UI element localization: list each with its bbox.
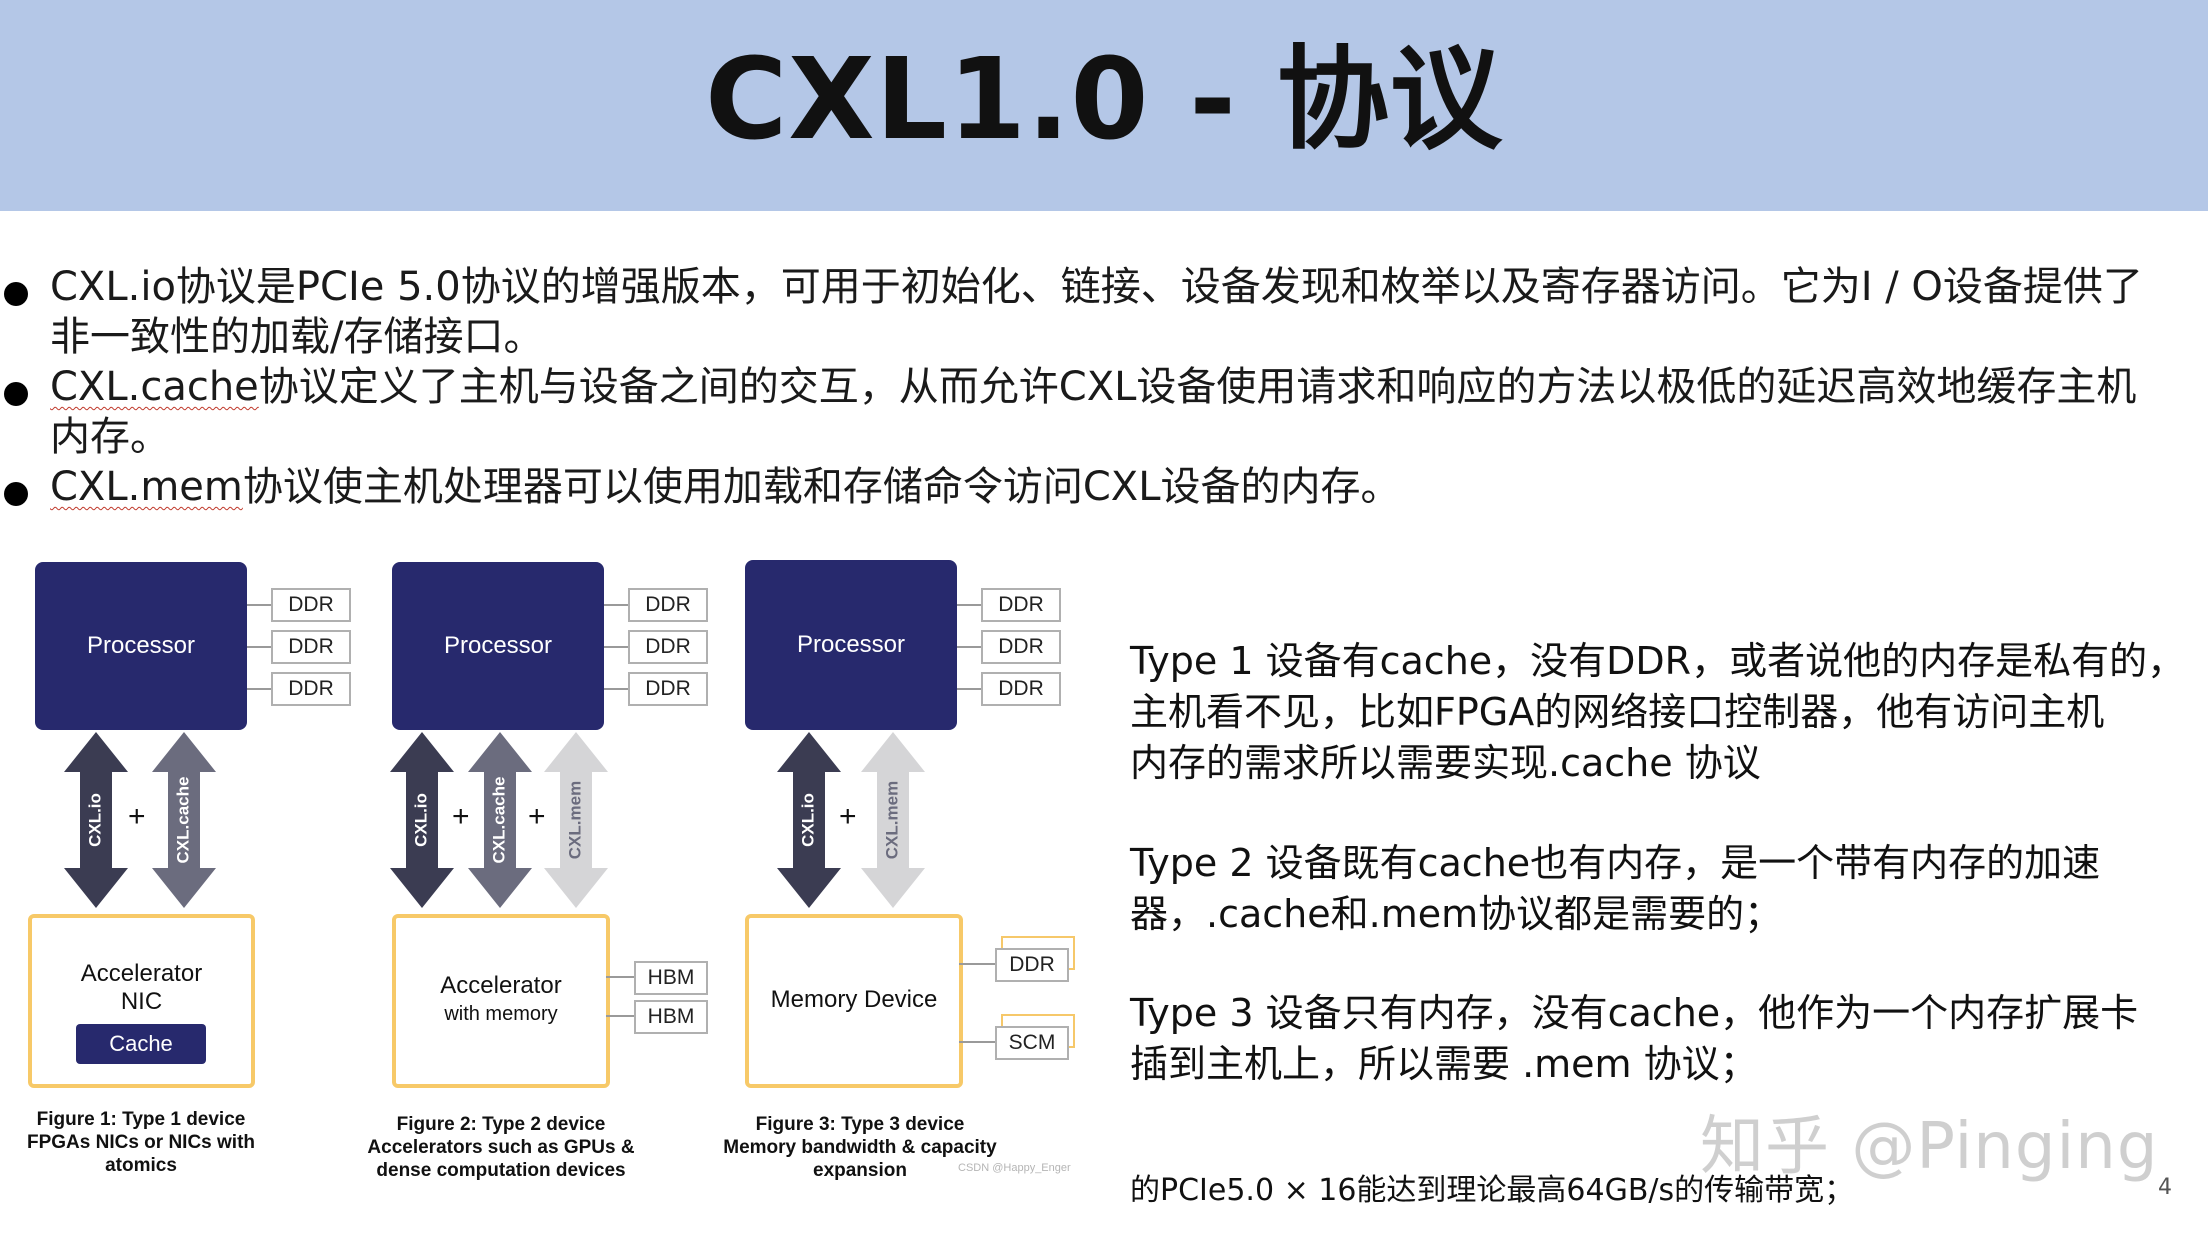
- description-line: 器，.cache和.mem协议都是需要的；: [1130, 892, 1783, 936]
- bullet-lead: CXL.mem: [50, 464, 243, 510]
- processor-box: Processor: [745, 560, 957, 730]
- cxl-io-arrow: [64, 732, 128, 908]
- device-box: Memory Device: [745, 914, 963, 1088]
- ddr-box: DDR: [981, 630, 1061, 664]
- cxl-cache-label: CXL.cache: [489, 777, 508, 864]
- device-label: Accelerator: [440, 972, 562, 999]
- bullet-line: 协议定义了主机与设备之间的交互，从而允许CXL设备使用请求和响应的方法以极低的延…: [258, 364, 2137, 410]
- plus-sign: +: [452, 800, 470, 833]
- type2-description: Type 2 设备既有cache也有内存，是一个带有内存的加速 器，.cache…: [1130, 838, 2100, 940]
- bullet-line: 非一致性的加载/存储接口。: [50, 314, 544, 360]
- cxl-cache-arrow: [468, 732, 532, 908]
- caption-line: expansion: [813, 1160, 907, 1181]
- cxl-mem-label: CXL.mem: [565, 781, 584, 859]
- caption-line: Figure 3: Type 3 device: [755, 1114, 965, 1135]
- ddr-box: DDR: [271, 630, 351, 664]
- device-sublabel: NIC: [120, 988, 163, 1015]
- figure-caption: Figure 3: Type 3 device Memory bandwidth…: [712, 1113, 1008, 1182]
- footer-note: 的PCIe5.0 × 16能达到理论最高64GB/s的传输带宽；: [1130, 1173, 1855, 1208]
- bullet-dot-icon: [4, 482, 28, 506]
- description-line: Type 3 设备只有内存，没有cache，他作为一个内存扩展卡: [1130, 991, 2139, 1035]
- cxl-mem-arrow: [544, 732, 608, 908]
- link-arrows: CXL.io CXL.cache: [64, 732, 216, 908]
- caption-line: dense computation devices: [376, 1160, 626, 1181]
- figure-credit: CSDN @Happy_Enger: [958, 1162, 1071, 1174]
- bullet-line: 协议使主机处理器可以使用加载和存储命令访问CXL设备的内存。: [242, 464, 1401, 510]
- page-number: 4: [2158, 1175, 2172, 1200]
- device-sublabel: with memory: [444, 1003, 558, 1025]
- hbm-box: HBM: [634, 961, 708, 995]
- type3-description: Type 3 设备只有内存，没有cache，他作为一个内存扩展卡 插到主机上，所…: [1130, 988, 2138, 1090]
- cache-box: Cache: [76, 1024, 206, 1064]
- cxl-mem-arrow: [861, 732, 925, 908]
- link-arrows: CXL.io CXL.cache CXL.mem: [390, 732, 608, 908]
- figure-caption: Figure 2: Type 2 device Accelerators suc…: [356, 1113, 646, 1182]
- ddr-box: DDR: [981, 672, 1061, 706]
- caption-line: Accelerators such as GPUs &: [367, 1137, 635, 1158]
- device-label: Memory Device: [770, 986, 938, 1013]
- plus-sign: +: [839, 800, 857, 833]
- plus-sign: +: [128, 800, 146, 833]
- cxl-cache-arrow: [152, 732, 216, 908]
- description-line: 主机看不见，比如FPGA的网络接口控制器，他有访问主机: [1130, 690, 2105, 734]
- cxl-io-label: CXL.io: [85, 793, 104, 847]
- cxl-io-label: CXL.io: [411, 793, 430, 847]
- ddr-box: DDR: [271, 672, 351, 706]
- description-line: 插到主机上，所以需要 .mem 协议；: [1130, 1042, 1758, 1086]
- device-box: Accelerator NIC Cache: [28, 914, 255, 1088]
- figure-caption: Figure 1: Type 1 device FPGAs NICs or NI…: [10, 1108, 272, 1177]
- caption-line: Figure 2: Type 2 device: [396, 1114, 606, 1135]
- description-line: 内存的需求所以需要实现.cache 协议: [1130, 741, 1761, 785]
- ddr-box: DDR: [628, 630, 708, 664]
- cxl-io-arrow: [390, 732, 454, 908]
- processor-box: Processor: [35, 562, 247, 730]
- type1-description: Type 1 设备有cache，没有DDR，或者说他的内存是私有的， 主机看不见…: [1130, 636, 2185, 789]
- scm-box: SCM: [995, 1026, 1069, 1060]
- ddr-box: DDR: [628, 588, 708, 622]
- hbm-box: HBM: [634, 1000, 708, 1034]
- description-line: Type 1 设备有cache，没有DDR，或者说他的内存是私有的，: [1130, 639, 2186, 683]
- cxl-io-arrow: [777, 732, 841, 908]
- bullet-line: 内存。: [50, 414, 170, 460]
- device-label: Accelerator: [80, 960, 203, 987]
- title-banner: [0, 0, 2208, 211]
- caption-line: Memory bandwidth & capacity: [723, 1137, 997, 1158]
- ddr-box: DDR: [981, 588, 1061, 622]
- device-box: Accelerator with memory: [392, 914, 610, 1088]
- plus-sign: +: [528, 800, 546, 833]
- bullet-line: CXL.io协议是PCIe 5.0协议的增强版本，可用于初始化、链接、设备发现和…: [50, 264, 2143, 310]
- caption-line: atomics: [105, 1155, 177, 1176]
- ddr-box: DDR: [271, 588, 351, 622]
- page-title: CXL1.0 - 协议: [705, 35, 1503, 165]
- bullet-dot-icon: [4, 382, 28, 406]
- link-arrows: CXL.io CXL.mem: [777, 732, 925, 908]
- bullet-lead: CXL.cache: [50, 364, 259, 410]
- bullet-dot-icon: [4, 282, 28, 306]
- cxl-io-label: CXL.io: [798, 793, 817, 847]
- processor-box: Processor: [392, 562, 604, 730]
- ddr-box: DDR: [995, 948, 1069, 982]
- cxl-mem-label: CXL.mem: [882, 781, 901, 859]
- caption-line: Figure 1: Type 1 device: [36, 1109, 246, 1130]
- ddr-box: DDR: [628, 672, 708, 706]
- description-line: Type 2 设备既有cache也有内存，是一个带有内存的加速: [1130, 841, 2101, 885]
- zhihu-watermark: 知乎 @Pinging: [1700, 1110, 2159, 1184]
- caption-line: FPGAs NICs or NICs with: [26, 1132, 256, 1153]
- cxl-cache-label: CXL.cache: [173, 777, 192, 864]
